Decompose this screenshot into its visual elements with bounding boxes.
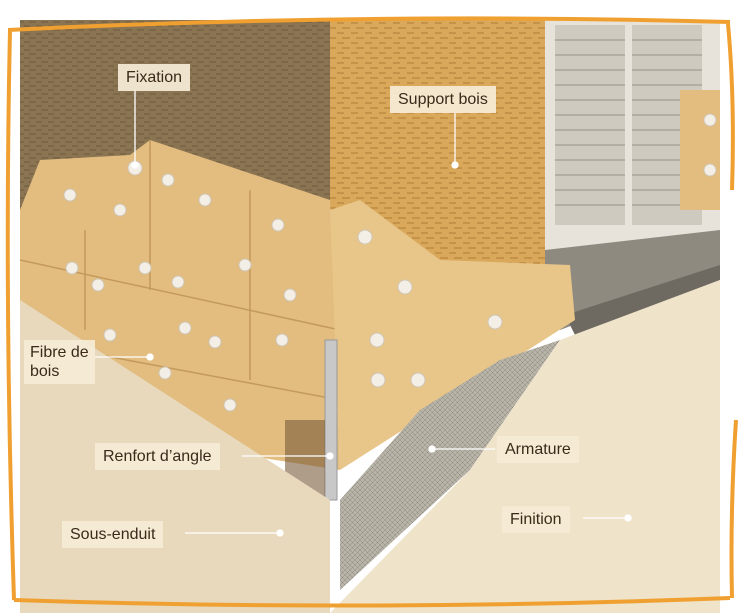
window-sill (545, 230, 720, 330)
label-fibre-de-bois: Fibre de bois (24, 340, 95, 384)
label-finition: Finition (502, 506, 570, 533)
armature-mesh (340, 340, 560, 590)
label-renfort-angle: Renfort d’angle (95, 443, 220, 470)
label-fibre-de-bois-line2: bois (30, 363, 60, 380)
label-sous-enduit: Sous-enduit (62, 521, 164, 548)
label-support-bois: Support bois (390, 86, 496, 113)
corner-bead (324, 339, 338, 501)
label-fixation: Fixation (118, 64, 191, 91)
label-fibre-de-bois-line1: Fibre de (30, 344, 89, 361)
label-armature: Armature (497, 436, 579, 463)
wood-fibre-panels-right (330, 200, 575, 470)
decorative-frame (5, 16, 738, 608)
